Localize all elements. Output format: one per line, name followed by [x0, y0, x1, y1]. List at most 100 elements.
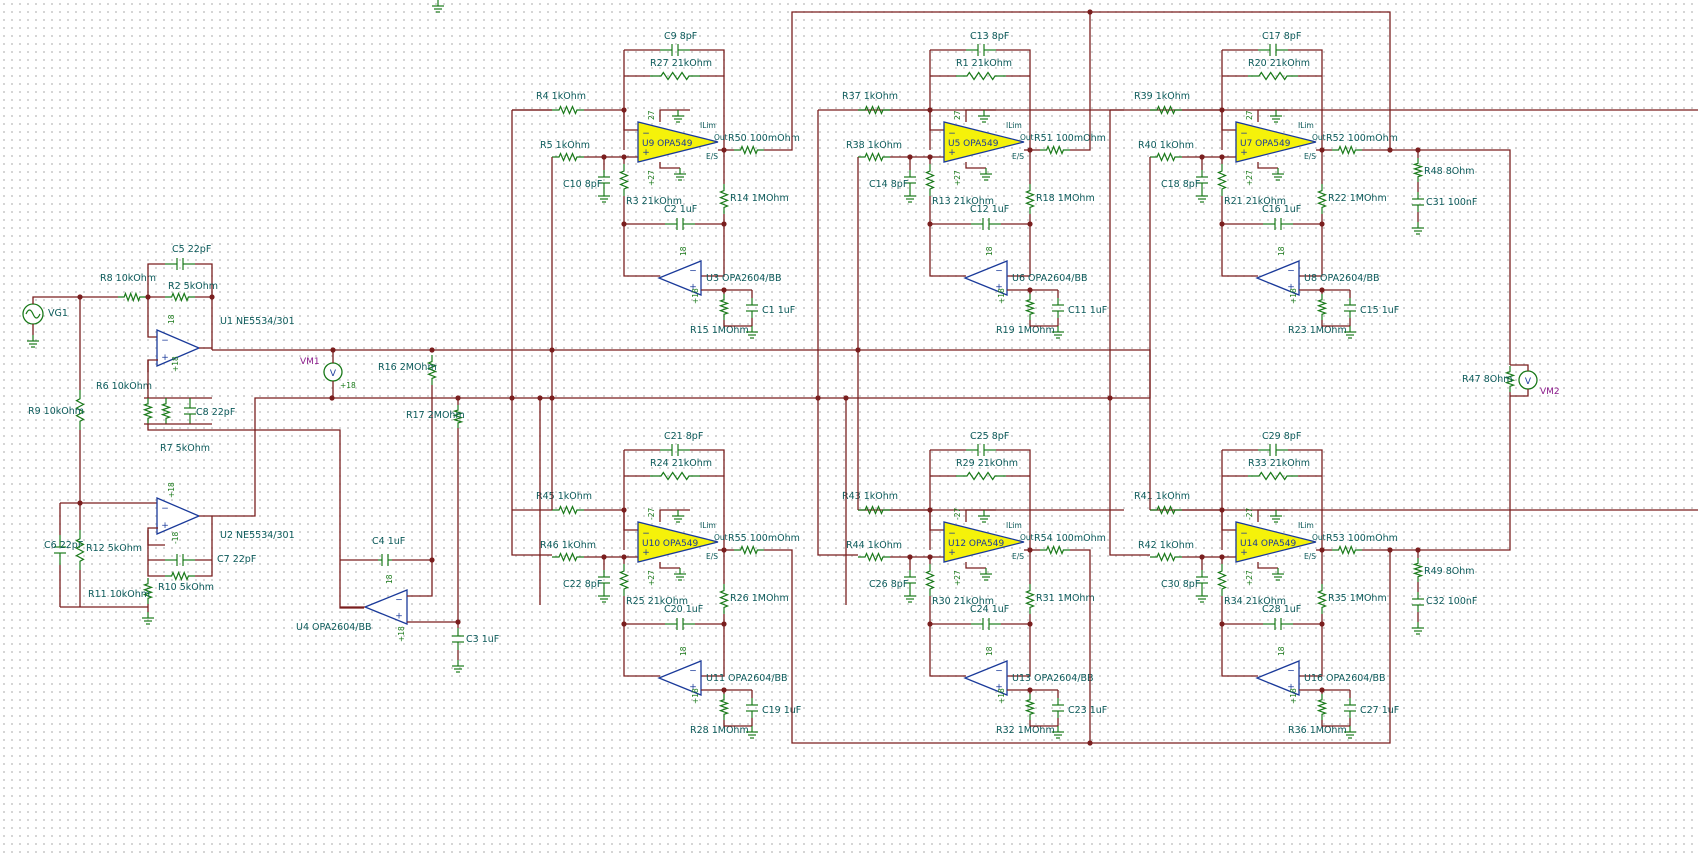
resistor-r1[interactable] — [956, 71, 1006, 81]
capacitor-c24[interactable] — [971, 618, 1001, 630]
capacitor-c27[interactable] — [1344, 698, 1356, 718]
resistor-r3[interactable] — [618, 164, 630, 196]
opamp-u13[interactable]: −+ — [963, 660, 1008, 696]
capacitor-c23[interactable] — [1052, 698, 1064, 718]
resistor-r54[interactable] — [1040, 544, 1070, 556]
opamp-u10[interactable]: −+ — [637, 521, 719, 563]
opamp-u7[interactable]: −+ — [1235, 121, 1317, 163]
resistor-r52[interactable] — [1332, 144, 1362, 156]
signal-generator-vg1[interactable] — [22, 303, 44, 325]
resistor-r48[interactable] — [1412, 158, 1424, 182]
capacitor-c18[interactable] — [1196, 170, 1208, 190]
resistor-r47[interactable] — [1504, 366, 1516, 392]
resistor-r9[interactable] — [75, 390, 85, 430]
resistor-r25[interactable] — [618, 564, 630, 596]
resistor-r27[interactable] — [650, 71, 700, 81]
resistor-r5[interactable] — [552, 151, 584, 163]
capacitor-c19[interactable] — [746, 698, 758, 718]
resistor-r45[interactable] — [552, 504, 584, 516]
resistor-r33[interactable] — [1248, 471, 1298, 481]
resistor-r53[interactable] — [1332, 544, 1362, 556]
resistor-r11[interactable] — [142, 578, 154, 604]
capacitor-c3[interactable] — [452, 628, 464, 650]
resistor-r20[interactable] — [1248, 71, 1298, 81]
capacitor-c22[interactable] — [598, 570, 610, 590]
capacitor-c29[interactable] — [1258, 444, 1288, 456]
voltmeter-vm2[interactable]: V — [1518, 370, 1538, 390]
capacitor-c26[interactable] — [904, 570, 916, 590]
resistor-r31[interactable] — [1024, 584, 1036, 614]
resistor-r42[interactable] — [1150, 551, 1182, 563]
resistor-r8[interactable] — [118, 291, 146, 303]
resistor-r34[interactable] — [1216, 564, 1228, 596]
capacitor-c10[interactable] — [598, 170, 610, 190]
opamp-u1[interactable]: −+ — [156, 329, 201, 367]
opamp-u3[interactable]: −+ — [657, 260, 702, 296]
resistor-r55[interactable] — [734, 544, 764, 556]
resistor-r4[interactable] — [552, 104, 584, 116]
capacitor-c13[interactable] — [966, 44, 996, 56]
resistor-r14[interactable] — [718, 184, 730, 214]
resistor-r24[interactable] — [650, 471, 700, 481]
opamp-u8[interactable]: −+ — [1255, 260, 1300, 296]
resistor-r36[interactable] — [1316, 694, 1328, 720]
resistor-r17[interactable] — [452, 405, 464, 428]
resistor-r32[interactable] — [1024, 694, 1036, 720]
opamp-u9[interactable]: −+ — [637, 121, 719, 163]
capacitor-c15[interactable] — [1344, 298, 1356, 318]
resistor-r22[interactable] — [1316, 184, 1328, 214]
resistor-r13[interactable] — [924, 164, 936, 196]
opamp-u5[interactable]: −+ — [943, 121, 1025, 163]
capacitor-c12[interactable] — [971, 218, 1001, 230]
capacitor-c6[interactable] — [54, 535, 66, 565]
resistor-r2[interactable] — [165, 291, 195, 303]
capacitor-c7[interactable] — [165, 554, 195, 566]
resistor-r18[interactable] — [1024, 184, 1036, 214]
capacitor-c32[interactable] — [1412, 592, 1424, 612]
opamp-u16[interactable]: −+ — [1255, 660, 1300, 696]
opamp-u11[interactable]: −+ — [657, 660, 702, 696]
capacitor-c28[interactable] — [1263, 618, 1293, 630]
opamp-u2[interactable]: −+ — [156, 497, 201, 535]
resistor-r23[interactable] — [1316, 294, 1328, 320]
resistor-r15[interactable] — [718, 294, 730, 320]
capacitor-c25[interactable] — [966, 444, 996, 456]
capacitor-c5[interactable] — [165, 258, 195, 270]
resistor-r44[interactable] — [858, 551, 890, 563]
opamp-u4[interactable]: −+ — [363, 589, 408, 625]
resistor-r6b[interactable] — [160, 398, 172, 424]
capacitor-c8[interactable] — [184, 398, 196, 424]
capacitor-c17[interactable] — [1258, 44, 1288, 56]
capacitor-c11[interactable] — [1052, 298, 1064, 318]
capacitor-c16[interactable] — [1263, 218, 1293, 230]
capacitor-c4[interactable] — [378, 554, 392, 566]
opamp-u14[interactable]: −+ — [1235, 521, 1317, 563]
voltmeter-vm1[interactable]: V — [323, 362, 343, 382]
resistor-r43[interactable] — [858, 504, 890, 516]
opamp-u6[interactable]: −+ — [963, 260, 1008, 296]
resistor-r26[interactable] — [718, 584, 730, 614]
resistor-r39[interactable] — [1150, 104, 1182, 116]
resistor-r30[interactable] — [924, 564, 936, 596]
resistor-r21[interactable] — [1216, 164, 1228, 196]
capacitor-c20[interactable] — [665, 618, 695, 630]
resistor-r41[interactable] — [1150, 504, 1182, 516]
capacitor-c31[interactable] — [1412, 192, 1424, 212]
opamp-u12[interactable]: −+ — [943, 521, 1025, 563]
resistor-r50[interactable] — [734, 144, 764, 156]
resistor-r10[interactable] — [165, 570, 195, 582]
resistor-r12[interactable] — [75, 530, 85, 570]
resistor-r38[interactable] — [858, 151, 890, 163]
resistor-r35[interactable] — [1316, 584, 1328, 614]
resistor-r19[interactable] — [1024, 294, 1036, 320]
capacitor-c21[interactable] — [660, 444, 690, 456]
resistor-r49[interactable] — [1412, 558, 1424, 582]
capacitor-c14[interactable] — [904, 170, 916, 190]
capacitor-c9[interactable] — [660, 44, 690, 56]
resistor-r29[interactable] — [956, 471, 1006, 481]
resistor-r51[interactable] — [1040, 144, 1070, 156]
resistor-r28[interactable] — [718, 694, 730, 720]
capacitor-c30[interactable] — [1196, 570, 1208, 590]
resistor-r6[interactable] — [142, 398, 154, 424]
